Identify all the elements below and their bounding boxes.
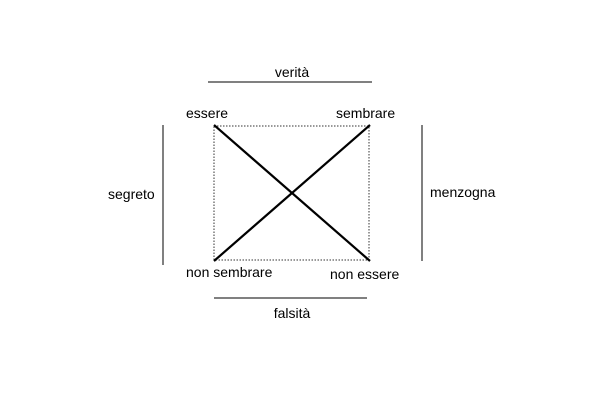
relation-label-verita: verità	[274, 64, 310, 80]
diagonal-sembrare-non-sembrare	[213, 124, 371, 262]
relation-label-segreto: segreto	[108, 186, 155, 202]
corner-label-essere: essere	[186, 105, 229, 121]
relation-label-falsita: falsità	[273, 305, 311, 321]
dotted-square	[213, 125, 370, 261]
corner-label-sembrare: sembrare	[336, 105, 396, 121]
corner-label-non-essere: non essere	[330, 266, 400, 282]
relation-label-menzogna: menzogna	[430, 184, 496, 200]
corner-label-non-sembrare: non sembrare	[186, 264, 273, 280]
